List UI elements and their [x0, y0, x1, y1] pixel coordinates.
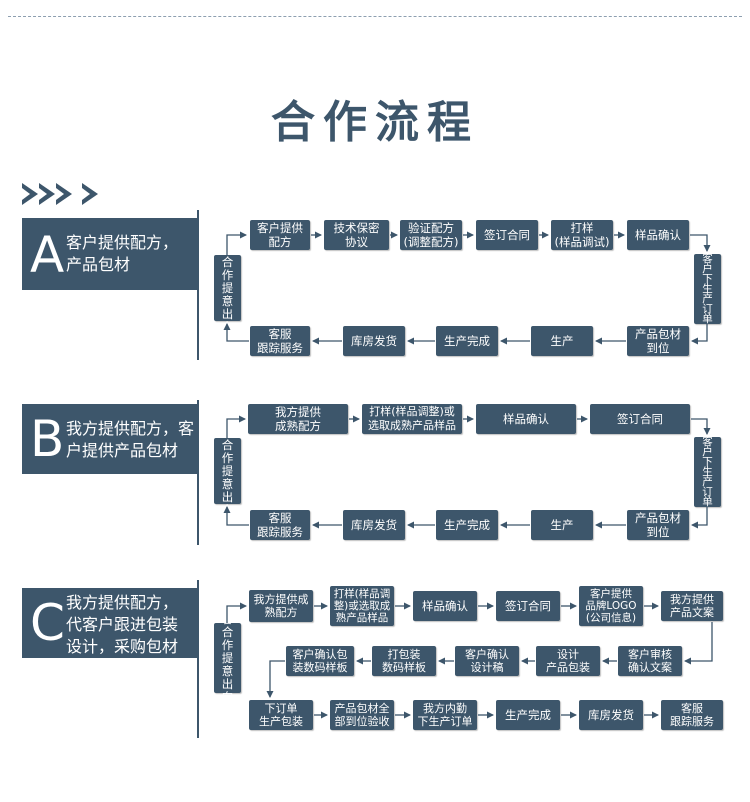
- chevron-right-icon: [22, 183, 38, 205]
- b-node: 客服 跟踪服务: [250, 510, 310, 540]
- a-turn-node: 客 户 下 生 产 订 单: [694, 254, 721, 324]
- c-node: 我方内勤 下生产订单: [413, 700, 477, 730]
- b-node: 签订合同: [590, 404, 690, 434]
- a-node: 样品确认: [627, 220, 689, 250]
- chevron-right-icon: [56, 183, 72, 205]
- c-node: 库房发货: [579, 700, 643, 730]
- section-b-label: B 我方提供配方，客 户提供产品包材: [22, 404, 198, 474]
- a-node: 库房发货: [343, 326, 405, 356]
- c-node: 下订单 生产包装: [249, 700, 313, 730]
- chevron-right-icon: [82, 183, 98, 205]
- section-c-letter: C: [30, 594, 65, 652]
- a-node: 验证配方 (调整配方): [400, 220, 462, 250]
- a-node: 客服 跟踪服务: [250, 326, 310, 356]
- section-a-label: A 客户提供配方， 产品包材: [22, 218, 198, 290]
- c-node: 客户提供 品牌LOGO (公司信息): [579, 586, 643, 626]
- chevron-right-icon: [39, 183, 55, 205]
- section-a-text: 客户提供配方， 产品包材: [66, 233, 179, 274]
- c-node: 设计 产品包装: [536, 646, 600, 676]
- b-turn-node: 客 户 下 生 产 订 单: [694, 437, 721, 507]
- c-node: 客户审核 确认文案: [618, 646, 682, 676]
- c-node: 我方提供成 熟配方: [249, 590, 313, 622]
- section-c-label: C 我方提供配方， 代客户跟进包装 设计，采购包材: [22, 588, 198, 658]
- b-node: 样品确认: [476, 404, 576, 434]
- c-node: 客服 跟踪服务: [661, 700, 723, 730]
- c-node: 客户确认包 装数码样板: [286, 646, 354, 676]
- b-node: 生产完成: [436, 510, 498, 540]
- c-node: 打样(样品调 整)或选取成 熟产品样品: [330, 586, 394, 626]
- section-b-letter: B: [30, 410, 65, 468]
- a-node: 签订合同: [476, 220, 538, 250]
- a-node: 产品包材 到位: [627, 326, 689, 356]
- c-node: 样品确认: [413, 591, 477, 621]
- c-node: 生产完成: [496, 700, 560, 730]
- page-title: 合作流程: [271, 97, 479, 148]
- a-node: 客户提供 配方: [250, 220, 310, 250]
- c-node: 签订合同: [496, 591, 560, 621]
- b-node: 生产: [531, 510, 593, 540]
- section-a-divider: [197, 210, 199, 360]
- b-node: 库房发货: [343, 510, 405, 540]
- a-node: 生产完成: [436, 326, 498, 356]
- c-node: 我方提供 产品文案: [661, 591, 723, 621]
- section-b-divider: [197, 400, 199, 545]
- c-node: 打包装 数码样板: [372, 646, 436, 676]
- a-node: 技术保密 协议: [324, 220, 389, 250]
- b-node: 产品包材 到位: [627, 510, 689, 540]
- section-c-text: 我方提供配方， 代客户跟进包装 设计，采购包材: [66, 593, 179, 656]
- top-dashed-divider: [8, 16, 742, 17]
- section-b-text: 我方提供配方，客 户提供产品包材: [66, 419, 195, 460]
- c-node: 客户确认 设计稿: [455, 646, 519, 676]
- a-node: 生产: [531, 326, 593, 356]
- c-node: 产品包材全 部到位验收: [330, 700, 394, 730]
- section-c-divider: [197, 580, 199, 738]
- a-node: 打样 (样品调试): [551, 220, 613, 250]
- b-node: 打样(样品调整)或 选取成熟产品样品: [362, 404, 462, 434]
- b-node: 我方提供 成熟配方: [248, 404, 348, 434]
- section-a-letter: A: [30, 226, 65, 284]
